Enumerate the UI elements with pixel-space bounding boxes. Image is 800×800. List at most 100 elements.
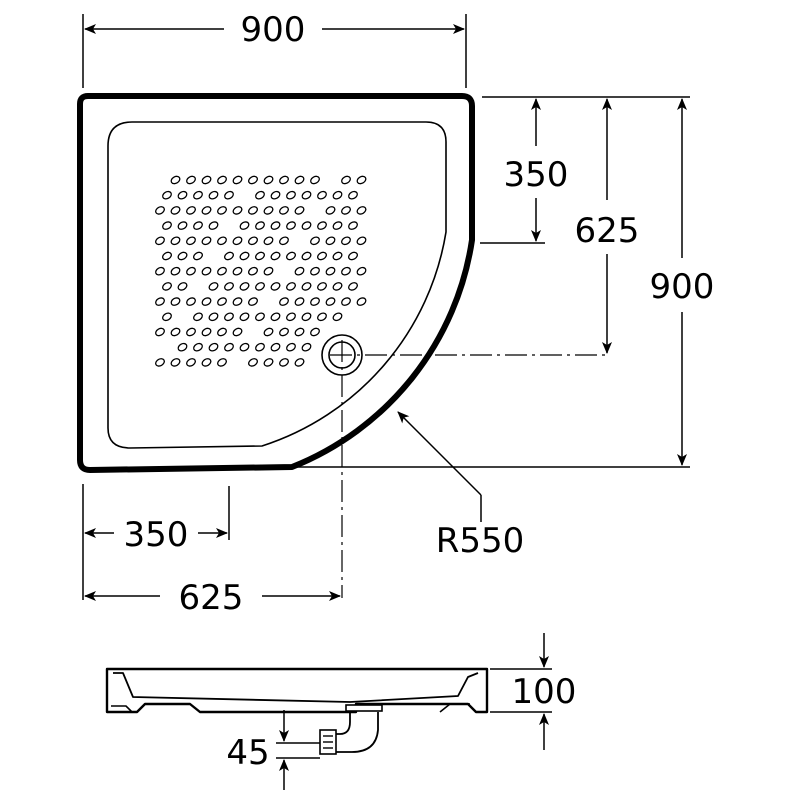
anti-slip-dot — [301, 312, 312, 322]
anti-slip-dot — [170, 266, 181, 276]
anti-slip-dot — [255, 190, 265, 200]
anti-slip-dot — [279, 236, 289, 246]
dimension-side-45: 45 — [226, 710, 320, 790]
anti-slip-dot — [279, 175, 289, 185]
anti-slip-dot — [177, 190, 188, 200]
tray-inner-basin — [107, 121, 447, 449]
anti-slip-dot — [232, 266, 243, 276]
anti-slip-dot — [208, 190, 219, 200]
anti-slip-dot — [356, 206, 367, 215]
anti-slip-dot — [239, 251, 250, 261]
anti-slip-dot — [193, 342, 203, 352]
anti-slip-dot — [263, 175, 274, 185]
drain-trap-icon — [319, 704, 383, 755]
anti-slip-dot — [201, 358, 212, 367]
anti-slip-dot — [201, 297, 212, 306]
anti-slip-dot — [248, 206, 258, 215]
drain-depth-label: 45 — [226, 733, 269, 773]
anti-slip-dot — [201, 236, 212, 246]
anti-slip-dot — [217, 327, 227, 337]
anti-slip-dot — [224, 312, 234, 322]
anti-slip-dot — [155, 206, 165, 215]
anti-slip-dot — [162, 282, 172, 291]
anti-slip-dot — [186, 358, 196, 367]
anti-slip-dot — [348, 221, 358, 230]
anti-slip-dot — [317, 312, 327, 322]
anti-slip-dot — [232, 327, 243, 337]
anti-slip-dot — [232, 297, 243, 306]
anti-slip-dot — [286, 251, 296, 261]
anti-slip-dot — [294, 206, 305, 215]
anti-slip-dot — [255, 221, 265, 230]
dimension-side-100: 100 — [490, 633, 576, 750]
anti-slip-dot — [193, 221, 203, 230]
width-label: 900 — [241, 10, 306, 50]
anti-slip-dot — [263, 206, 274, 215]
anti-slip-dot — [332, 312, 343, 322]
tray-side-basin — [113, 672, 479, 703]
anti-slip-dot — [270, 342, 281, 352]
anti-slip-dot — [217, 175, 227, 185]
anti-slip-dot — [162, 190, 172, 200]
anti-slip-dot — [286, 190, 296, 200]
anti-slip-dot — [170, 358, 181, 367]
anti-slip-dot — [341, 175, 351, 185]
anti-slip-dot — [301, 342, 312, 352]
anti-slip-dot — [341, 297, 351, 306]
anti-slip-dot — [193, 251, 203, 261]
anti-slip-dot — [177, 251, 188, 261]
anti-slip-dot — [332, 251, 343, 261]
anti-slip-dot — [208, 342, 219, 352]
anti-slip-dot — [255, 251, 265, 261]
anti-slip-dot — [270, 221, 281, 230]
anti-slip-dot — [201, 206, 212, 215]
anti-slip-dot — [270, 282, 281, 291]
horizontal-350-label: 350 — [124, 515, 189, 555]
anti-slip-dot — [162, 221, 172, 230]
anti-slip-dot — [348, 282, 358, 291]
anti-slip-dot — [201, 327, 212, 337]
anti-slip-dot — [239, 282, 250, 291]
horizontal-625-label: 625 — [179, 578, 244, 618]
anti-slip-dot — [208, 282, 219, 291]
anti-slip-dot — [232, 236, 243, 246]
side-height-label: 100 — [512, 672, 577, 712]
anti-slip-dot — [317, 251, 327, 261]
anti-slip-dot — [248, 358, 258, 367]
anti-slip-dot — [255, 282, 265, 291]
anti-slip-dot — [155, 358, 165, 367]
anti-slip-dot — [310, 236, 320, 246]
side-view — [105, 667, 489, 755]
anti-slip-dot — [279, 358, 289, 367]
anti-slip-dot — [310, 266, 320, 276]
anti-slip-dot — [248, 236, 258, 246]
anti-slip-dot — [294, 297, 305, 306]
anti-slip-dot — [170, 236, 181, 246]
anti-slip-dot — [217, 358, 227, 367]
anti-slip-dot — [224, 342, 234, 352]
anti-slip-dot — [332, 282, 343, 291]
anti-slip-dot — [170, 206, 181, 215]
anti-slip-dot — [224, 282, 234, 291]
anti-slip-dot — [325, 236, 336, 246]
anti-slip-dot — [224, 251, 234, 261]
anti-slip-dot — [208, 312, 219, 322]
anti-slip-dot — [286, 312, 296, 322]
tray-feet — [111, 703, 470, 713]
vertical-625-label: 625 — [575, 211, 640, 251]
anti-slip-dot — [217, 236, 227, 246]
anti-slip-dot — [356, 266, 367, 276]
anti-slip-dot — [217, 297, 227, 306]
anti-slip-dot — [294, 358, 305, 367]
anti-slip-dot — [155, 327, 165, 337]
anti-slip-dot — [193, 312, 203, 322]
anti-slip-dot — [270, 190, 281, 200]
anti-slip-dot — [325, 266, 336, 276]
height-label: 900 — [650, 267, 715, 307]
dimension-horizontal-350: 350 — [84, 515, 228, 555]
anti-slip-dot — [356, 236, 367, 246]
tray-side-outline — [105, 667, 489, 714]
anti-slip-dot — [255, 342, 265, 352]
anti-slip-dot — [301, 190, 312, 200]
